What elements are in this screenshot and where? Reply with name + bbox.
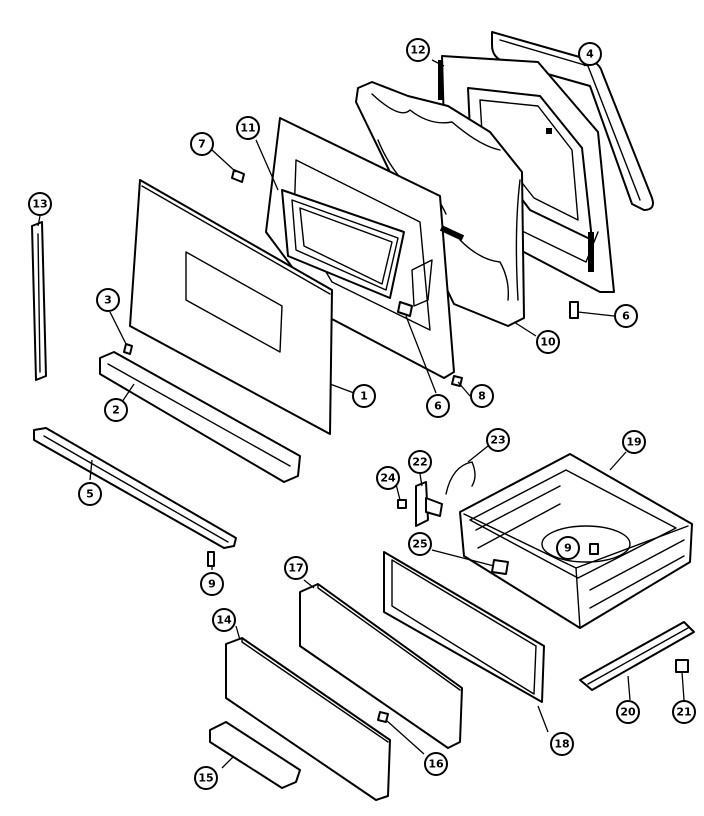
callout-15: 15 [194, 766, 218, 790]
callout-10: 10 [536, 330, 560, 354]
part-16-screw [377, 711, 389, 723]
callout-22: 22 [408, 450, 432, 474]
part-12-inner-door-frame [438, 55, 615, 293]
part-6-clip-center [397, 301, 413, 317]
callout-21: 21 [672, 700, 696, 724]
callout-9-right: 9 [556, 536, 580, 560]
callout-label: 15 [198, 772, 213, 785]
callout-label: 9 [564, 542, 572, 555]
callout-18: 18 [550, 732, 574, 756]
callout-label: 4 [586, 48, 594, 61]
callout-label: 25 [412, 538, 427, 551]
callout-19: 19 [622, 430, 646, 454]
callout-6-center: 6 [426, 394, 450, 418]
callout-24: 24 [376, 466, 400, 490]
callout-label: 2 [112, 404, 120, 417]
part-14-kick-panel [225, 637, 391, 801]
callout-label: 1 [360, 390, 368, 403]
callout-label: 14 [216, 614, 232, 627]
part-17-drawer-panel [299, 583, 463, 749]
callout-6-right: 6 [614, 304, 638, 328]
callout-label: 7 [198, 138, 206, 151]
callout-label: 21 [676, 706, 691, 719]
part-2-door-trim [99, 351, 301, 483]
part-18-drawer-front [383, 551, 545, 703]
part-23-wire [445, 461, 476, 495]
callout-label: 3 [104, 294, 112, 307]
part-24-screw [397, 499, 407, 509]
callout-label: 23 [490, 434, 505, 447]
callout-1: 1 [352, 384, 376, 408]
part-7-screw [231, 169, 245, 183]
oven-window-glass [281, 189, 405, 299]
callout-5: 5 [78, 482, 102, 506]
part-21-clip [675, 659, 689, 673]
callout-label: 10 [540, 336, 556, 349]
callout-label: 17 [288, 562, 303, 575]
callout-label: 11 [240, 122, 255, 135]
callout-label: 20 [620, 706, 636, 719]
callout-9-left: 9 [200, 572, 224, 596]
callout-label: 24 [380, 472, 396, 485]
part-5-rail [33, 427, 237, 549]
callout-label: 6 [622, 310, 630, 323]
callout-label: 6 [434, 400, 442, 413]
callout-label: 13 [32, 198, 47, 211]
callout-23: 23 [486, 428, 510, 452]
part-3-screw [123, 343, 133, 355]
callout-11: 11 [236, 116, 260, 140]
part-20-slide-rail [579, 621, 695, 691]
part-13-side-trim [31, 221, 47, 381]
callout-label: 9 [208, 578, 216, 591]
callout-label: 16 [428, 758, 444, 771]
part-22-bracket [415, 481, 443, 527]
part-15-foot-strip [209, 721, 301, 789]
callout-8: 8 [470, 384, 494, 408]
callout-17: 17 [284, 556, 308, 580]
callout-4: 4 [578, 42, 602, 66]
callout-label: 19 [626, 436, 641, 449]
part-4-door-gasket [491, 31, 654, 211]
callout-label: 22 [412, 456, 427, 469]
callout-label: 8 [478, 390, 486, 403]
part-9-screw-right [589, 543, 599, 555]
callout-7: 7 [190, 132, 214, 156]
callout-25: 25 [408, 532, 432, 556]
part-25-roller [491, 559, 509, 575]
callout-label: 12 [410, 44, 425, 57]
callout-20: 20 [616, 700, 640, 724]
callout-12: 12 [406, 38, 430, 62]
callout-label: 5 [86, 488, 94, 501]
part-6-clip-right [569, 301, 579, 319]
callout-3: 3 [96, 288, 120, 312]
callout-13: 13 [28, 192, 52, 216]
part-9-screw-left [207, 551, 215, 567]
callout-14: 14 [212, 608, 236, 632]
part-1-outer-door-panel [129, 179, 333, 435]
callout-label: 18 [554, 738, 569, 751]
callout-16: 16 [424, 752, 448, 776]
callout-2: 2 [104, 398, 128, 422]
